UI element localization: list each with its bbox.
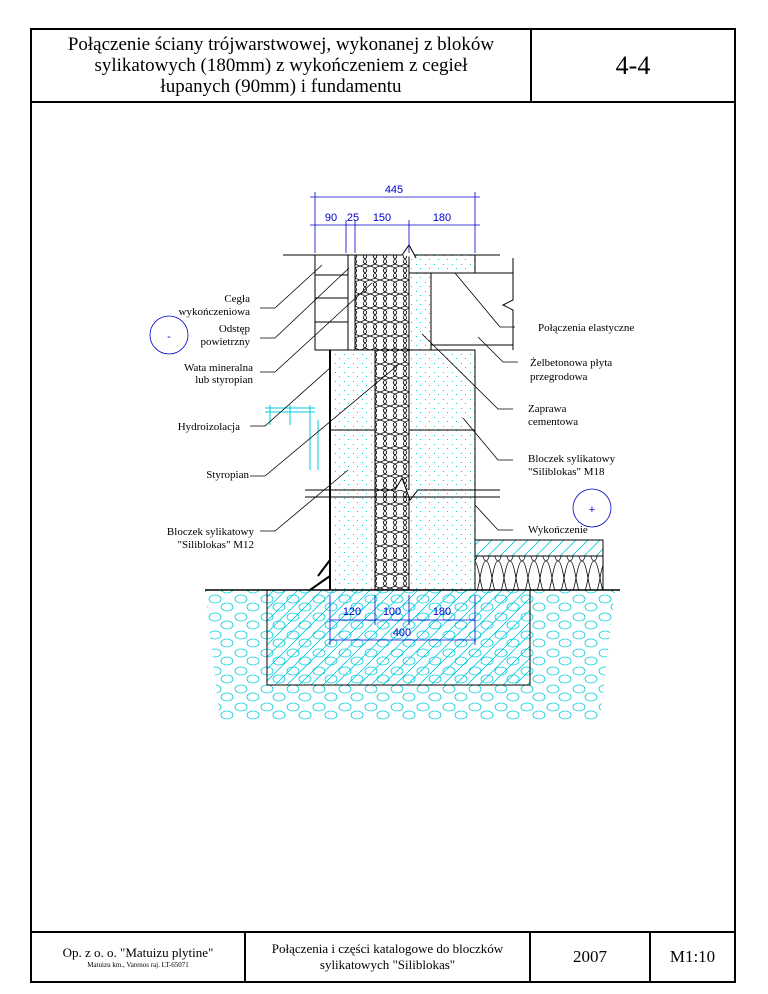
- label-zaprawa: Zaprawa: [528, 403, 567, 415]
- minus-sign: -: [167, 331, 171, 343]
- label-wata: lub styropian: [195, 374, 253, 386]
- label-zaprawa: cementowa: [528, 416, 578, 428]
- title-block: Połączenie ściany trójwarstwowej, wykona…: [30, 28, 532, 103]
- label-bloczek-m12: "Siliblokas" M12: [177, 539, 254, 551]
- label-wata: Wata mineralna: [184, 362, 253, 374]
- title-line: Połączenie ściany trójwarstwowej, wykona…: [67, 34, 495, 55]
- dim-top: 180: [433, 212, 451, 224]
- description-line: Połączenia i części katalogowe do bloczk…: [271, 941, 504, 956]
- dim-bottom: 120: [343, 606, 361, 618]
- label-polaczenia: Połączenia elastyczne: [538, 322, 634, 334]
- label-cegla: wykończeniowa: [179, 306, 251, 318]
- footer-year: 2007: [529, 931, 651, 983]
- plus-marker: [572, 488, 612, 528]
- plus-sign: +: [589, 504, 595, 516]
- label-odstep: Odstęp: [219, 323, 251, 335]
- dim-bottom: 100: [383, 606, 401, 618]
- label-bloczek-m18: "Siliblokas" M18: [528, 466, 605, 478]
- dim-top: 25: [347, 212, 359, 224]
- dim-top: 150: [373, 212, 391, 224]
- dim-top: 90: [325, 212, 337, 224]
- minus-marker: [149, 315, 189, 355]
- label-hydroizolacja: Hydroizolacja: [178, 421, 240, 433]
- company-name: Op. z o. o. "Matuizu plytine": [62, 945, 214, 960]
- dim-total-top: 445: [385, 184, 403, 196]
- footer-scale: M1:10: [649, 931, 736, 983]
- foundation-concrete: [266, 589, 531, 686]
- label-cegla: Cegła: [224, 293, 250, 305]
- label-wykonczenie: Wykończenie: [528, 524, 588, 536]
- company-address: Matuizu km., Varenos raj. LT-65071: [87, 961, 189, 969]
- label-bloczek-m12: Bloczek sylikatowy: [167, 526, 255, 538]
- label-odstep: powietrzny: [201, 336, 251, 348]
- left-labels: Cegła wykończeniowa Odstęp powietrzny Wa…: [167, 293, 255, 551]
- title-line: łupanych (90mm) i fundamentu: [160, 76, 402, 97]
- label-plyta: przegrodowa: [530, 371, 588, 383]
- right-labels: Połączenia elastyczne Żelbetonowa płyta …: [528, 322, 634, 536]
- label-bloczek-m18: Bloczek sylikatowy: [528, 453, 616, 465]
- footer-description: Połączenia i części katalogowe do bloczk…: [244, 931, 531, 983]
- drawing-code: 4-4: [530, 28, 736, 103]
- dim-bottom: 180: [433, 606, 451, 618]
- label-styropian: Styropian: [206, 469, 249, 481]
- description-line: sylikatowych "Siliblokas": [319, 957, 456, 972]
- label-plyta: Żelbetonowa płyta: [530, 357, 612, 369]
- dim-total-bottom: 400: [393, 627, 411, 639]
- footer-company: Op. z o. o. "Matuizu plytine" Matuizu km…: [30, 931, 246, 983]
- title-line: sylikatowych (180mm) z wykończeniem z ce…: [94, 55, 468, 76]
